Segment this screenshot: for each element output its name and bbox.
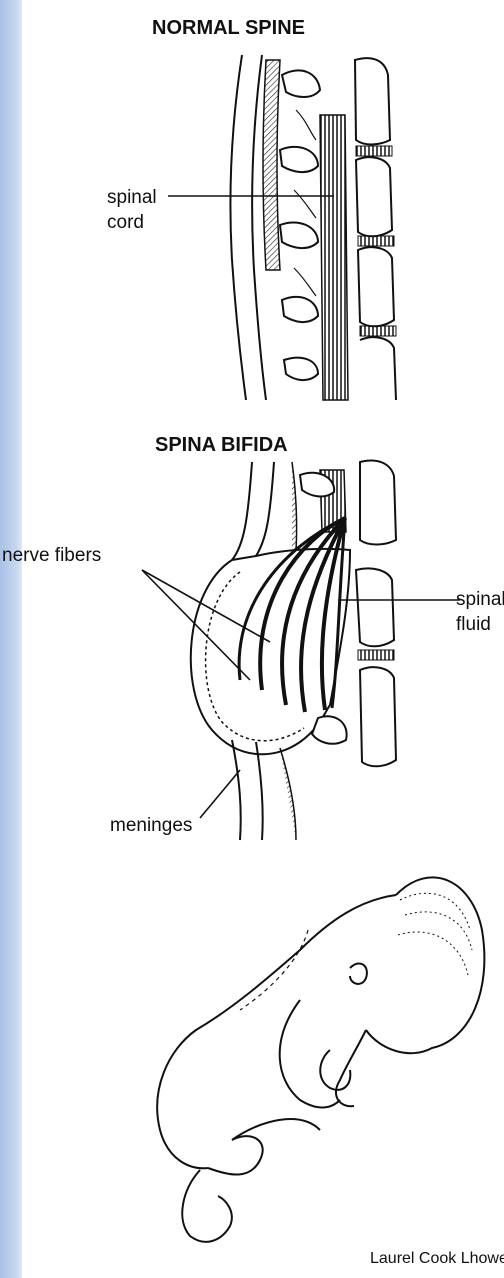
spinal-cord-label-line1: spinal: [107, 187, 157, 208]
normal-spine-title: NORMAL SPINE: [152, 17, 305, 39]
spinal-cord-label-line2: cord: [107, 212, 144, 233]
nerve-fibers-label: nerve fibers: [2, 545, 101, 566]
spina-bifida-title: SPINA BIFIDA: [155, 434, 288, 456]
baby-drawing: [157, 877, 484, 1241]
spinal-fluid-label-line1: spinal: [456, 589, 504, 610]
spinal-fluid-label-line2: fluid: [456, 614, 491, 635]
normal-spine-drawing: [230, 55, 396, 400]
meninges-label: meninges: [110, 815, 192, 836]
artist-credit: Laurel Cook Lhowe: [370, 1250, 504, 1267]
